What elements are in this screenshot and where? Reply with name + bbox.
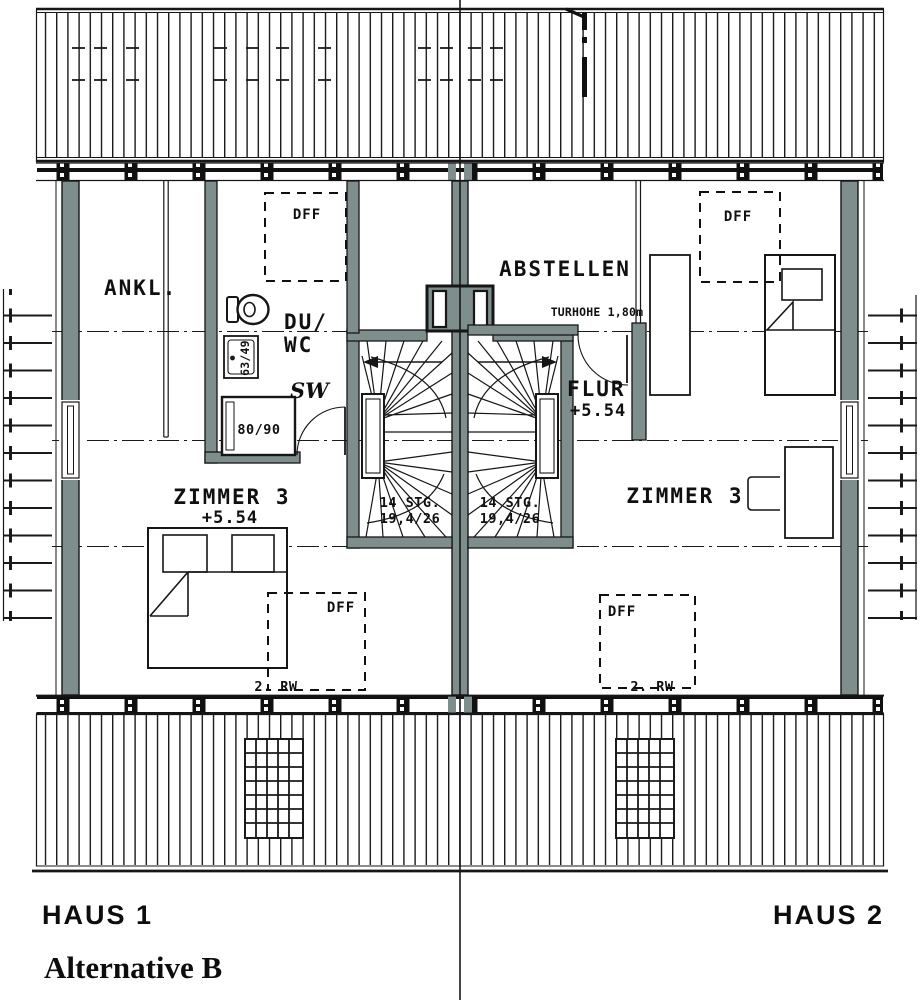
label-dff-bottom-haus1: DFF [327,600,355,616]
eaves-hatch-right [863,181,917,695]
dff-roof-window-top-haus2 [699,191,781,283]
window-right [838,400,861,480]
label-flur: FLUR [567,377,626,401]
washbasin [223,335,259,379]
haus2-title: HAUS 2 [772,900,884,930]
abstellen-partition [635,181,642,323]
haus1-title: HAUS 1 [42,900,154,930]
stair-walk-line [366,356,447,524]
chair-haus2 [747,476,780,511]
eaves-hatch-left [2,181,57,695]
exterior-wall-left [59,180,82,696]
label-sink-dim: 63/49 [238,340,252,376]
label-shower-dim: 80/90 [237,422,280,438]
label-dff-top-haus1: DFF [293,207,321,223]
abstellen-door [577,334,629,386]
bath-right-wall [346,180,360,334]
label-shower-note: SW [290,378,331,403]
label-stairs2-haus2: 19,4/26 [480,511,540,527]
label-room-haus1: ZIMMER 3 [173,485,290,509]
abstellen-bottom-wall [467,324,579,336]
roof-section-marker [565,7,587,97]
label-room-haus2: ZIMMER 3 [626,484,743,508]
label-dff-bottom-haus2: DFF [608,604,636,620]
alternative-title: Alternative B [44,950,223,985]
roof-access-grid-haus2 [615,738,675,839]
label-door-note: TURHOHE 1,80m [551,305,644,319]
label-abstellen: ABSTELLEN [499,257,631,281]
toilet [226,293,270,326]
roof-batten-ticks [72,47,503,81]
plan-labels: ANKL. DU/ WC SW 63/49 80/90 DFF DFF ZIMM… [104,207,752,695]
label-room-level-haus1: +5.54 [202,508,258,528]
stair-treads [361,340,453,538]
window-left [59,400,82,480]
roof-access-grid-haus1 [244,738,304,839]
label-bath-line1: DU/ [284,310,328,334]
label-stairs1-haus2: 14 STG. [480,495,540,511]
single-bed-haus2 [764,254,836,396]
staircase-haus1 [346,329,453,549]
abstellen-door-jamb [631,322,647,441]
stair-handrail-post [361,393,385,479]
shower [220,395,297,457]
label-rw-haus2: 2. RW [630,679,674,695]
dff-roof-window-top-haus1 [264,192,347,282]
label-stairs2-haus1: 19,4/26 [380,511,440,527]
label-bath-line2: WC [284,333,313,357]
bath-door [296,406,346,456]
dff-roof-window-bottom-haus1 [267,592,366,691]
installation-wall [204,180,218,464]
double-bed-haus1 [147,527,288,669]
stair-direction-arrow [363,356,442,368]
label-flur-level: +5.54 [570,401,626,421]
height-construction-lines [52,331,868,547]
haus1-interior [147,180,366,691]
label-stairs1-haus1: 14 STG. [380,495,440,511]
ankleide-partition [163,181,169,438]
exterior-wall-right [838,180,861,696]
label-dff-top-haus2: DFF [724,209,752,225]
label-rw-haus1: 2. RW [254,679,298,695]
desk-haus2 [784,446,834,539]
wardrobe-haus2 [649,254,691,396]
haus2-interior [467,181,836,689]
label-ankleide: ANKL. [104,276,177,300]
